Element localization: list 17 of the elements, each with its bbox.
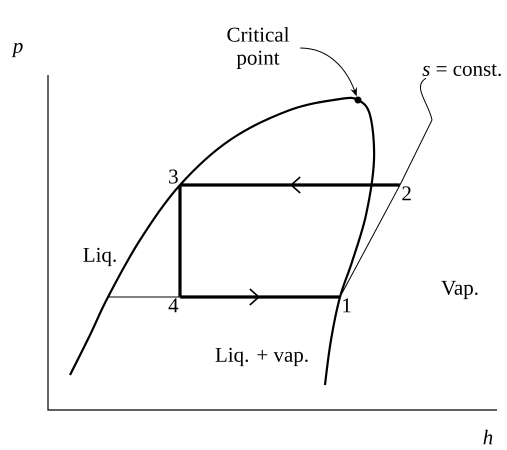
state-number: 1 [343, 298, 351, 312]
cycle-line [180, 288, 340, 306]
cycle-line [340, 184, 400, 298]
annotation: Critical point [227, 26, 290, 70]
region-label: Liq. + vap. [216, 348, 308, 366]
leader-line [420, 78, 432, 120]
region-label: Liq. [83, 248, 116, 266]
axis-label: h [484, 430, 492, 444]
critical-point-dot [354, 96, 362, 104]
annotation: s = const. [422, 64, 501, 76]
state-number: 2 [402, 186, 411, 200]
state-number: 3 [169, 169, 178, 184]
state-number: 4 [168, 298, 178, 312]
axis-label: p [12, 42, 23, 58]
cycle-line [180, 176, 400, 194]
region-label: Vap. [441, 280, 478, 300]
cycle-line [178, 185, 182, 297]
